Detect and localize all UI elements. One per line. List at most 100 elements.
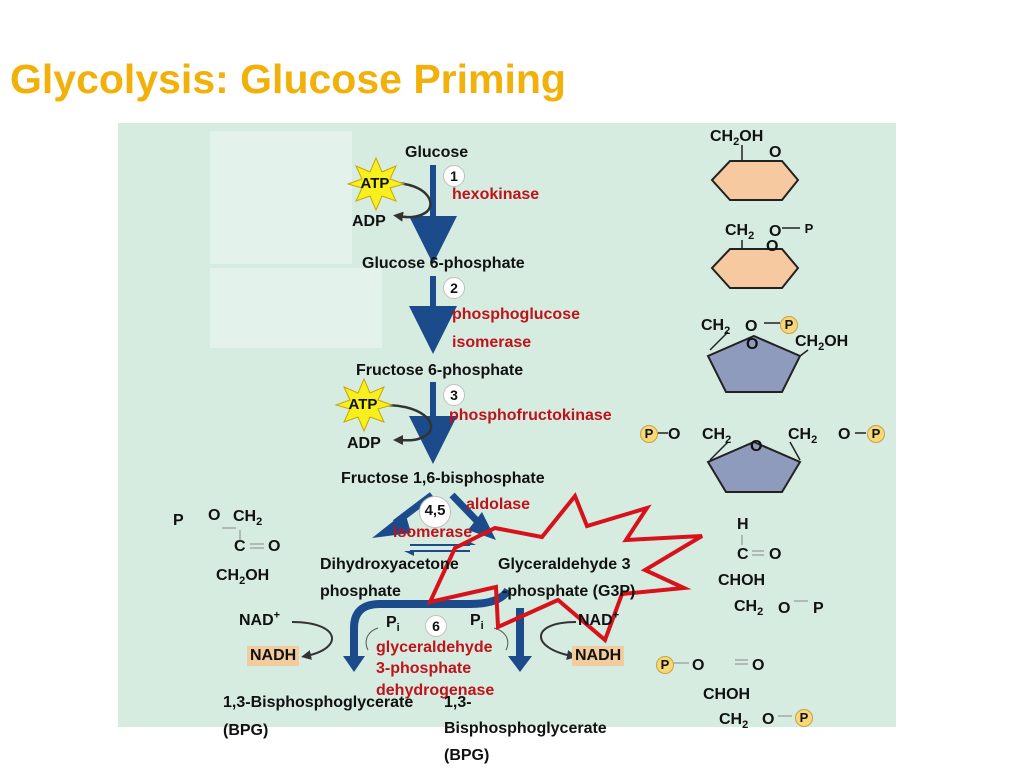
f16bp-left-bond xyxy=(709,441,729,461)
g3p-burst xyxy=(426,492,704,644)
dhap-label-line1: Dihydroxyacetone xyxy=(320,556,459,573)
bpg-o-left: O xyxy=(692,657,705,674)
f6p-ch2oh-bond xyxy=(799,349,809,357)
g6p-label: Glucose 6-phosphate xyxy=(362,255,525,272)
bpg-ch2: CH2 xyxy=(719,711,749,732)
step3-number: 3 xyxy=(443,384,465,406)
step1-adp: ADP xyxy=(352,213,386,230)
step3-atp: ATP xyxy=(348,396,378,413)
g6p-o: O xyxy=(769,223,782,240)
bpg-phosphate-bottom: P xyxy=(795,709,813,727)
step6-enzyme-line1: glyceraldehyde xyxy=(376,639,493,656)
split-arrow-right xyxy=(449,492,481,525)
pi-curve-left xyxy=(365,627,379,651)
bpg-o-right: O xyxy=(752,657,765,674)
f6p-ring xyxy=(706,334,802,393)
nad-curve-left xyxy=(291,621,333,660)
pi-right: Pi xyxy=(470,612,484,633)
step1-number: 1 xyxy=(443,165,465,187)
g3p-ch2: CH2 xyxy=(734,598,764,619)
step1-atp: ATP xyxy=(360,175,390,192)
f16bp-ch2-right: CH2 xyxy=(788,426,818,447)
dhap-ch2oh: CH2OH xyxy=(216,567,270,588)
g6p-ring-o: O xyxy=(766,238,779,255)
f6p-ch2-bond xyxy=(709,331,729,351)
glucose-ring xyxy=(710,160,800,201)
step45-enzyme-isomerase: isomerase xyxy=(393,524,473,541)
dhap-c: C xyxy=(234,538,246,555)
g3p-label-line1: Glyceraldehyde 3 xyxy=(498,556,631,573)
step1-enzyme: hexokinase xyxy=(452,186,540,203)
g6p-phosphate: P xyxy=(804,221,814,236)
dhap-o: O xyxy=(208,507,221,524)
nad-left: NAD+ xyxy=(239,609,281,629)
f16bp-o-right: O xyxy=(838,426,851,443)
nad-right: NAD+ xyxy=(578,609,620,629)
glucose-ring-o: O xyxy=(769,144,782,161)
step6-enzyme-line3: dehydrogenase xyxy=(376,682,495,699)
g3p-choh: CHOH xyxy=(718,572,766,589)
step6-number: 6 xyxy=(425,615,447,637)
nadh-right: NADH xyxy=(572,646,625,666)
f6p-ch2oh: CH2OH xyxy=(795,333,849,354)
pi-left: Pi xyxy=(386,614,400,635)
f16bp-ring-o: O xyxy=(750,438,763,455)
f16bp-right-bond xyxy=(789,441,801,461)
bpg-left-line1: 1,3-Bisphosphoglycerate xyxy=(223,694,414,711)
step3-adp: ADP xyxy=(347,435,381,452)
step6-enzyme-line2: 3-phosphate xyxy=(376,660,472,677)
panel-highlight xyxy=(210,131,352,264)
dhap-carbonyl-o: O xyxy=(268,538,281,555)
step3-enzyme: phosphofructokinase xyxy=(449,407,612,424)
g3p-o: O xyxy=(778,600,791,617)
split-arrowhead-left xyxy=(372,512,411,538)
bpg-left-line2: (BPG) xyxy=(223,722,269,739)
slide-title: Glycolysis: Glucose Priming xyxy=(10,56,566,102)
g3p-p: P xyxy=(813,600,824,617)
glucose-ch2oh: CH2OOHH xyxy=(710,128,764,149)
f16bp-o-left: O xyxy=(668,426,681,443)
f6p-ch2: CH2 xyxy=(701,317,731,338)
panel-highlight xyxy=(210,268,382,348)
step6-arrowhead xyxy=(508,656,532,672)
step45-enzyme-aldolase: aldolase xyxy=(466,496,531,513)
atp-star-3 xyxy=(334,377,394,433)
g3p-h: H xyxy=(737,516,749,533)
nadh-left: NADH xyxy=(247,646,300,666)
f6p-o: O xyxy=(745,318,758,335)
g3p-carbonyl-o: O xyxy=(769,546,782,563)
step3-atp-curve xyxy=(383,403,433,446)
step2-enzyme-line2: isomerase xyxy=(452,334,532,351)
g3p-c: C xyxy=(737,546,749,563)
dhap-branch-head xyxy=(343,656,365,672)
g6p-ring xyxy=(710,248,800,289)
bpg-right-line2: Bisphosphoglycerate xyxy=(444,720,607,737)
f6p-phosphate: P xyxy=(780,316,798,334)
bpg-o-bottom: O xyxy=(762,711,775,728)
bpg-choh: CHOH xyxy=(703,686,751,703)
g6p-ch2: CH2 xyxy=(725,222,755,243)
step2-enzyme-line1: phosphoglucose xyxy=(452,306,580,323)
f16bp-phosphate-left: P xyxy=(640,425,658,443)
step1-atp-curve xyxy=(391,181,432,222)
nad-curve-right xyxy=(540,621,577,660)
f16bp-label: Fructose 1,6-bisphosphate xyxy=(341,470,545,487)
step45-number: 4,5 xyxy=(419,496,451,528)
f6p-ring-o: O xyxy=(746,336,759,353)
step2-number: 2 xyxy=(443,277,465,299)
g3p-label-line2: -phosphate (G3P) xyxy=(502,583,636,600)
dhap-ch2: CH2 xyxy=(233,508,263,529)
bpg-right-line3: (BPG) xyxy=(444,747,490,764)
dhap-to-g3p-arrow xyxy=(350,587,512,660)
atp-star-1 xyxy=(346,156,406,212)
pi-curve-right xyxy=(493,627,509,651)
f16bp-ch2-left: CH2 xyxy=(702,426,732,447)
bpg-phosphate-top: P xyxy=(656,656,674,674)
bpg-right-line1: 1,3- xyxy=(444,694,472,711)
f6p-label: Fructose 6-phosphate xyxy=(356,362,524,379)
isomerase-head-left xyxy=(404,551,414,556)
f16bp-phosphate-right: P xyxy=(867,425,885,443)
dhap-label-line2: phosphate xyxy=(320,583,401,600)
glucose-label: Glucose xyxy=(405,144,469,161)
